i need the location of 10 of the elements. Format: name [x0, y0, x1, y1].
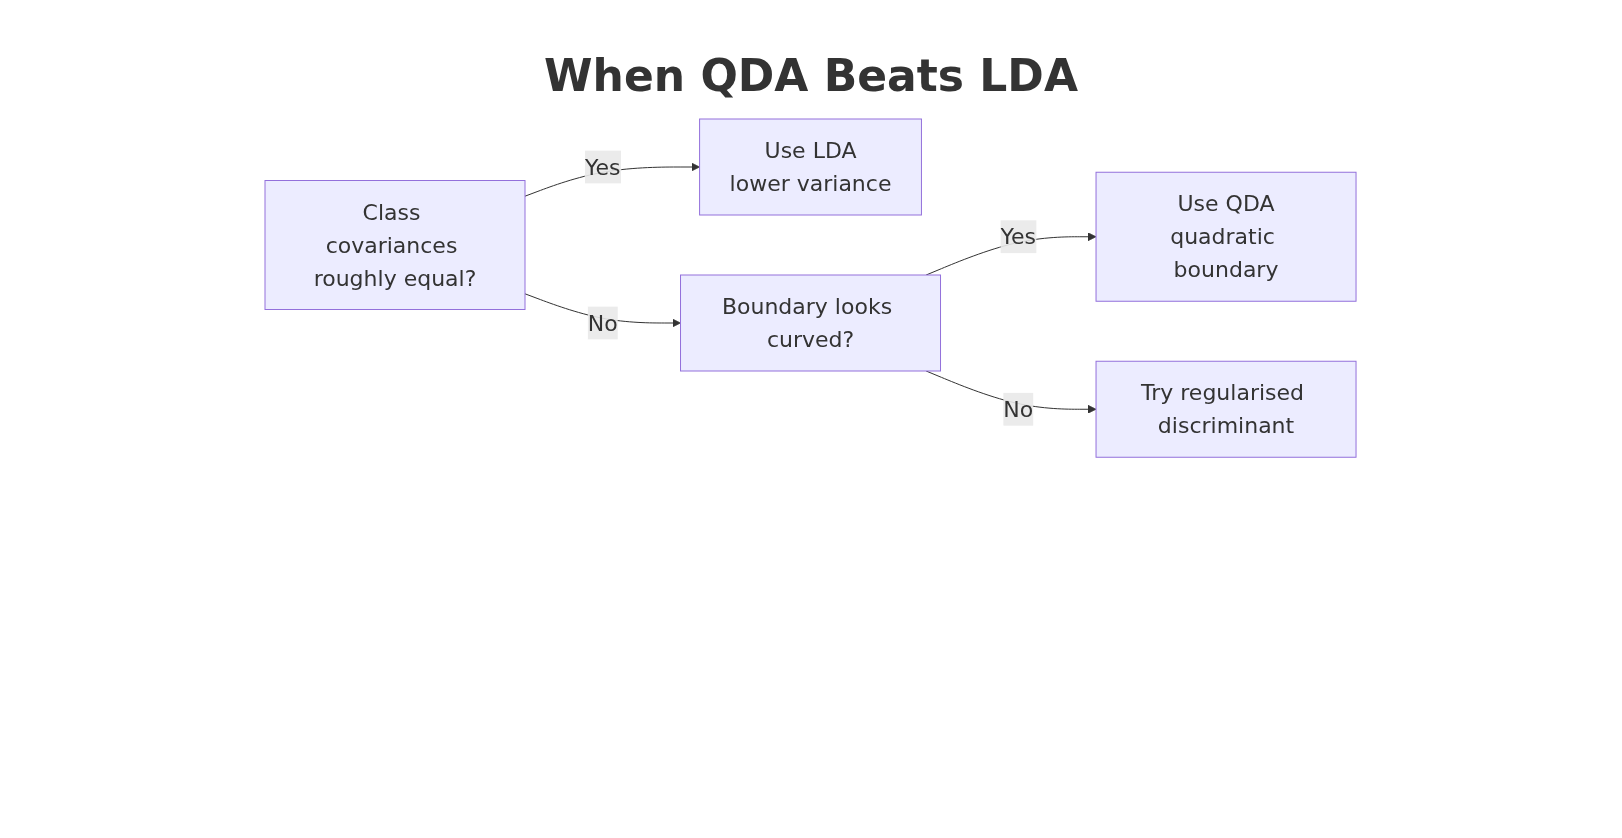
edge-label: Yes: [1001, 224, 1037, 250]
diagram-title: When QDA Beats LDA: [543, 50, 1079, 101]
node-box: Try regularised discriminant: [1096, 360, 1357, 458]
edge-label: Yes: [585, 154, 621, 180]
edge-label: No: [1003, 396, 1034, 422]
node-box: Use LDA lower variance: [699, 118, 923, 216]
node-box: Boundary looks curved?: [680, 274, 942, 372]
node-box: Use QDA quadratic boundary: [1096, 171, 1357, 302]
edge-label: No: [588, 310, 619, 336]
node-box: Class covariances roughly equal?: [265, 180, 526, 310]
